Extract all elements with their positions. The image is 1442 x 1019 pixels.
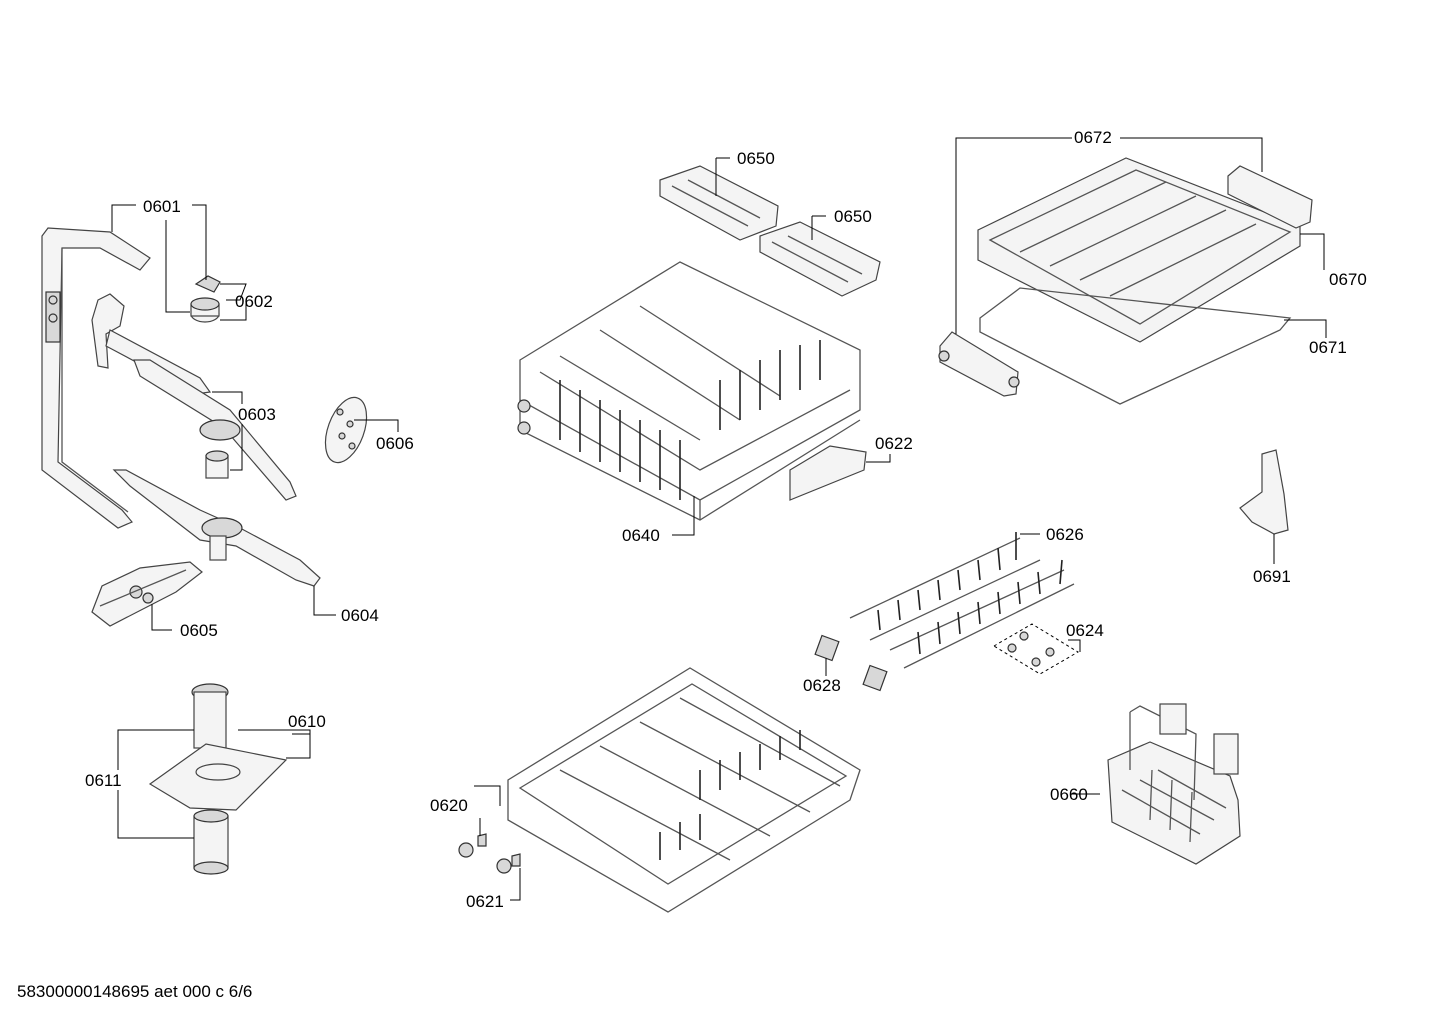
document-id: 58300000148695 aet 000 c 6/6 xyxy=(17,982,253,1001)
label-0628: 0628 xyxy=(803,676,841,695)
cutlery-basket-drawing xyxy=(1107,703,1241,865)
label-0626: 0626 xyxy=(1046,525,1084,544)
label-0672: 0672 xyxy=(1074,128,1112,147)
label-0691: 0691 xyxy=(1253,567,1291,586)
label-0606: 0606 xyxy=(376,434,414,453)
filter-system-drawing xyxy=(148,683,288,875)
part-labels: 0601 0602 0603 0604 0605 0606 0610 0611 … xyxy=(85,128,1367,911)
label-0603: 0603 xyxy=(238,405,276,424)
upper-spray-arm-drawing xyxy=(91,293,297,501)
label-0610: 0610 xyxy=(288,712,326,731)
label-0605: 0605 xyxy=(180,621,218,640)
leader-lines xyxy=(111,137,1327,901)
label-0602: 0602 xyxy=(235,292,273,311)
label-0640: 0640 xyxy=(622,526,660,545)
basket-inserts-drawing xyxy=(659,165,881,297)
fine-filter-drawing xyxy=(91,561,203,627)
nozzle-drawing xyxy=(190,275,221,323)
clip-drawing xyxy=(1239,449,1289,535)
small-clips-drawing xyxy=(993,623,1079,675)
round-sieve-drawing xyxy=(324,396,368,464)
label-0624: 0624 xyxy=(1066,621,1104,640)
label-0670: 0670 xyxy=(1329,270,1367,289)
lower-spray-arm-drawing xyxy=(112,469,321,587)
label-0611: 0611 xyxy=(85,771,122,790)
holders-drawing xyxy=(814,634,888,692)
label-0650-second: 0650 xyxy=(834,207,872,226)
label-0650-top: 0650 xyxy=(737,149,775,168)
upper-basket-drawing xyxy=(517,261,867,521)
label-0621: 0621 xyxy=(466,892,504,911)
folding-tines-drawing xyxy=(849,532,1075,669)
cutlery-tray-drawing xyxy=(938,157,1313,405)
label-0622: 0622 xyxy=(875,434,913,453)
label-0671: 0671 xyxy=(1309,338,1347,357)
lower-basket-drawing xyxy=(458,667,861,913)
label-0604: 0604 xyxy=(341,606,379,625)
label-0660: 0660 xyxy=(1050,785,1088,804)
label-0620: 0620 xyxy=(430,796,468,815)
label-0601: 0601 xyxy=(143,197,181,216)
supply-pipe-drawing xyxy=(41,227,151,529)
